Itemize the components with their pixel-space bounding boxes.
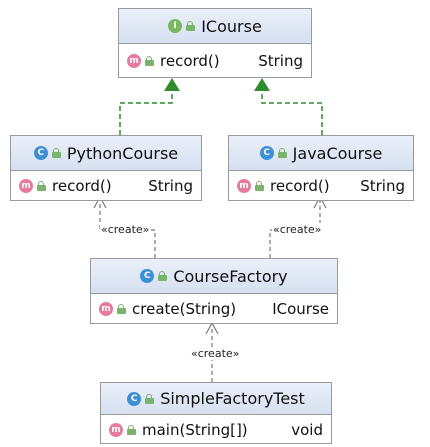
stereotype-create-python: «create» <box>100 223 151 236</box>
class-icourse[interactable]: I ICourse m record() String <box>118 8 312 78</box>
method-name: main(String[]) <box>142 420 248 439</box>
class-name: ICourse <box>201 16 262 36</box>
class-coursefactory-header: C CourseFactory <box>91 259 337 294</box>
method-row[interactable]: m record() String <box>119 44 311 78</box>
realization-python-icourse <box>119 90 173 135</box>
class-name: JavaCourse <box>292 143 383 163</box>
method-icon: m <box>99 302 113 316</box>
public-lock-icon <box>158 271 168 281</box>
method-icon: m <box>127 54 141 68</box>
method-icon: m <box>109 422 123 437</box>
realization-java-icourse <box>261 90 323 135</box>
method-name: record() <box>270 177 330 195</box>
class-icon: C <box>140 269 155 283</box>
stereotype-create-factory: «create» <box>190 347 241 360</box>
public-lock-icon <box>186 21 196 31</box>
method-icon: m <box>237 179 251 193</box>
class-icourse-header: I ICourse <box>119 9 311 44</box>
class-name: CourseFactory <box>173 266 288 286</box>
method-return-type: String <box>258 52 303 70</box>
public-lock-icon <box>117 304 126 314</box>
public-lock-icon <box>37 181 46 191</box>
public-lock-icon <box>145 393 155 404</box>
interface-icon: I <box>168 19 183 33</box>
method-row[interactable]: m main(String[]) void <box>101 415 331 444</box>
public-lock-icon <box>127 424 136 435</box>
method-return-type: ICourse <box>272 300 329 318</box>
method-row[interactable]: m create(String) ICourse <box>91 294 337 324</box>
method-name: record() <box>160 52 220 70</box>
method-name: create(String) <box>132 300 237 318</box>
class-pythoncourse-header: C PythonCourse <box>11 136 201 171</box>
class-name: PythonCourse <box>66 143 179 163</box>
class-javacourse[interactable]: C JavaCourse m record() String <box>228 135 414 201</box>
realization-arrowhead-python <box>164 78 180 91</box>
method-return-type: void <box>291 420 323 439</box>
method-name: record() <box>52 177 112 195</box>
class-javacourse-header: C JavaCourse <box>229 136 413 171</box>
public-lock-icon <box>255 181 264 191</box>
class-icon: C <box>33 146 48 160</box>
class-icon: C <box>259 146 274 160</box>
method-icon: m <box>19 179 33 193</box>
class-pythoncourse[interactable]: C PythonCourse m record() String <box>10 135 202 201</box>
class-simplefactorytest-header: C SimpleFactoryTest <box>101 383 331 415</box>
method-row[interactable]: m record() String <box>229 171 413 201</box>
realization-arrowhead-java <box>254 78 270 91</box>
method-return-type: String <box>360 177 405 195</box>
class-name: SimpleFactoryTest <box>160 389 305 408</box>
public-lock-icon <box>51 148 61 158</box>
public-lock-icon <box>277 148 287 158</box>
stereotype-create-java: «create» <box>272 223 323 236</box>
public-lock-icon <box>145 56 154 66</box>
class-icon: C <box>127 391 142 406</box>
class-coursefactory[interactable]: C CourseFactory m create(String) ICourse <box>90 258 338 324</box>
method-return-type: String <box>148 177 193 195</box>
method-row[interactable]: m record() String <box>11 171 201 201</box>
class-simplefactorytest[interactable]: C SimpleFactoryTest m main(String[]) voi… <box>100 382 332 444</box>
dependency-factory-python <box>99 200 156 258</box>
